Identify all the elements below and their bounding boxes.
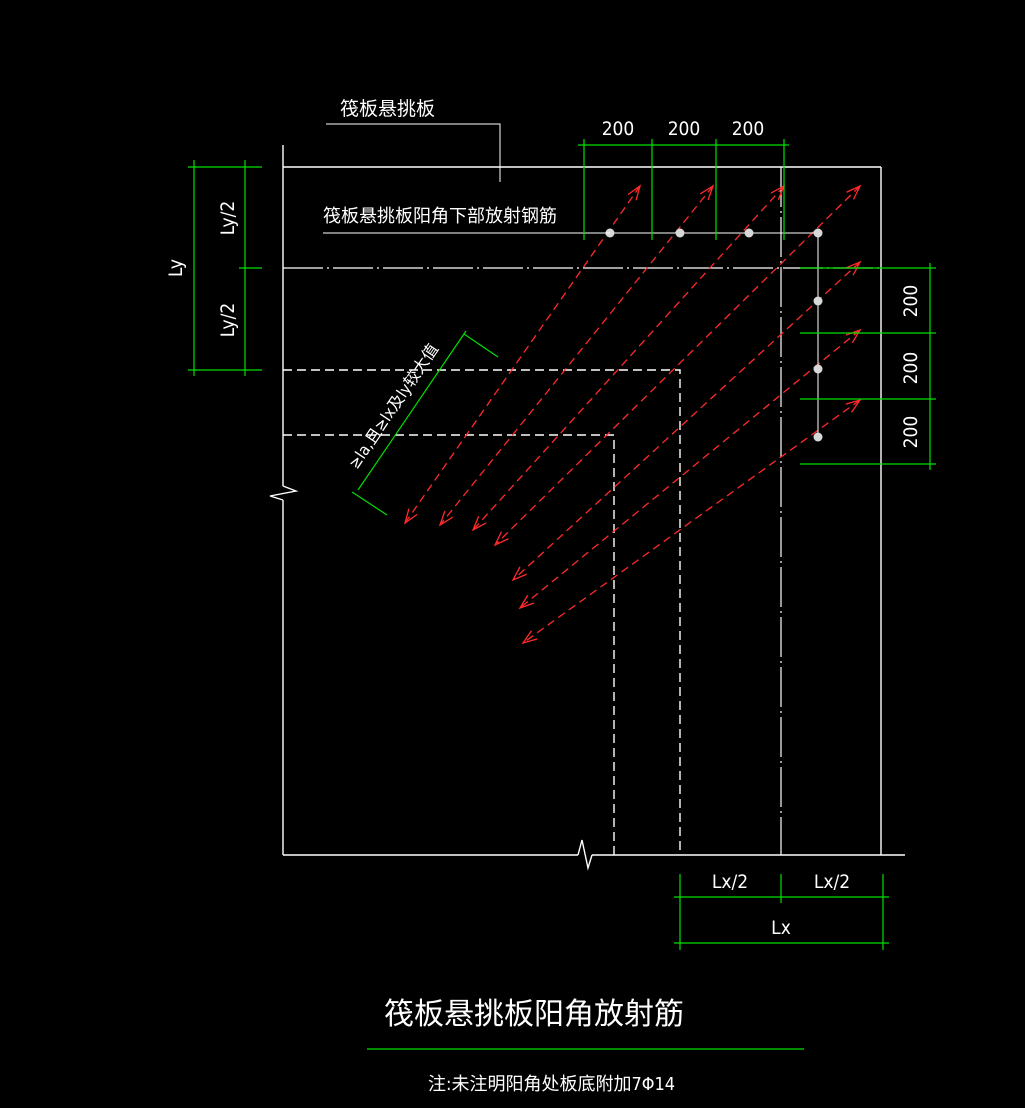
dim-top-3: 200	[732, 118, 765, 140]
rebar-arrowhead	[511, 566, 527, 582]
label-anchor: ≥la,且≥lx及ly较大值	[345, 340, 443, 472]
rebar-dot	[813, 432, 823, 442]
right-dimension	[800, 263, 936, 470]
dim-lx: Lx	[771, 917, 791, 939]
rebar-dots	[605, 228, 823, 442]
cantilever-leader	[326, 123, 501, 182]
dim-top-2: 200	[668, 118, 701, 140]
dim-top-1: 200	[602, 118, 635, 140]
radial-rebar	[512, 261, 861, 581]
rebar-arrowhead	[845, 398, 862, 413]
top-dimension	[578, 139, 789, 240]
dim-lx-half-1: Lx/2	[712, 871, 748, 893]
rebar-arrowhead	[521, 630, 538, 645]
rebar-dot	[813, 228, 823, 238]
plate-outline	[269, 145, 905, 871]
rebar-arrowhead	[471, 516, 487, 532]
dim-lx-half-2: Lx/2	[814, 871, 850, 893]
anchor-dimension	[351, 330, 499, 516]
left-dimension	[188, 160, 262, 376]
rebar-arrowhead	[403, 508, 418, 525]
rebar-dot	[675, 228, 685, 238]
dim-ly: Ly	[165, 259, 187, 277]
rebar-dot	[813, 296, 823, 306]
dim-right-2: 200	[900, 352, 922, 385]
radial-rebar	[404, 185, 641, 524]
rebar-arrowhead	[627, 184, 642, 201]
bottom-dimension	[674, 874, 889, 950]
hidden-beam-lines	[283, 369, 681, 855]
radial-rebar	[439, 185, 714, 526]
rebar-arrowhead	[846, 184, 862, 200]
drawing-title: 筏板悬挑板阳角放射筋	[384, 997, 684, 1032]
label-cantilever: 筏板悬挑板	[340, 98, 435, 120]
rebar-dot	[813, 364, 823, 374]
dim-right-1: 200	[900, 285, 922, 318]
rebar-arrowhead	[699, 184, 715, 201]
rebar-dot	[744, 228, 754, 238]
drawing-note: 注:未注明阳角处板底附加7Φ14	[428, 1074, 675, 1095]
rebar-arrowhead	[518, 594, 535, 610]
dim-ly-half-1: Ly/2	[217, 201, 239, 236]
radial-rebars	[403, 184, 862, 645]
radial-rebar	[519, 329, 861, 609]
radial-rebar	[494, 185, 861, 546]
radial-rebar	[522, 399, 861, 644]
label-radial-bottom: 筏板悬挑板阳角下部放射钢筋	[323, 206, 557, 227]
rebar-arrowhead	[493, 531, 509, 547]
rebar-arrowhead	[438, 510, 454, 527]
rebar-arrowhead	[846, 260, 862, 276]
dim-ly-half-2: Ly/2	[217, 303, 239, 338]
dim-right-3: 200	[900, 416, 922, 449]
